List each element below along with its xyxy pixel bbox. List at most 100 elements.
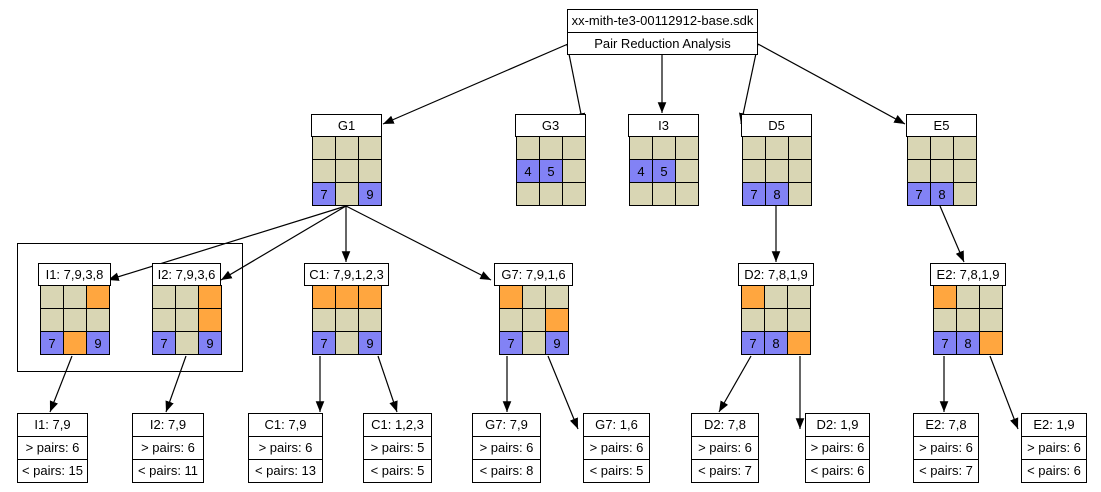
grid-cell — [954, 183, 977, 206]
grid-cell: 8 — [957, 332, 980, 355]
edge-arrow — [989, 355, 1019, 430]
grid-cell — [336, 286, 359, 309]
leaf-e2-78: E2: 7,8 > pairs: 6 < pairs: 7 — [913, 413, 979, 483]
grid-cell: 5 — [653, 160, 676, 183]
edge-arrow — [49, 355, 73, 413]
grid-cell — [540, 137, 563, 160]
leaf-lt: < pairs: 11 — [137, 463, 199, 478]
root-title: xx-mith-te3-00112912-base.sdk — [567, 9, 758, 33]
edge-arrow — [939, 205, 965, 263]
grid-cell — [743, 160, 766, 183]
grid-cell — [41, 286, 64, 309]
grid-cell — [742, 286, 765, 309]
grid-cell — [64, 332, 87, 355]
node-label: G3 — [515, 114, 586, 137]
grid-cell — [980, 309, 1003, 332]
node-label: G7: 7,9,1,6 — [494, 263, 573, 286]
grid-cell — [359, 160, 382, 183]
leaf-gt: > pairs: 6 — [249, 437, 322, 460]
grid-cell: 8 — [931, 183, 954, 206]
grid-cell: 7 — [153, 332, 176, 355]
grid-cell — [934, 309, 957, 332]
grid-cell — [908, 137, 931, 160]
grid-cell — [336, 160, 359, 183]
leaf-g7-16: G7: 1,6 > pairs: 6 < pairs: 5 — [583, 413, 650, 483]
grid-cell: 4 — [517, 160, 540, 183]
leaf-lt: < pairs: 8 — [479, 463, 534, 478]
grid-cell — [199, 309, 222, 332]
grid-cell — [766, 160, 789, 183]
grid-cell: 9 — [359, 183, 382, 206]
grid-cell — [153, 286, 176, 309]
leaf-gt: > pairs: 5 — [364, 437, 431, 460]
grid-cell — [743, 137, 766, 160]
leaf-title: D2: 7,8 — [692, 414, 758, 437]
grid-cell — [199, 286, 222, 309]
leaf-title: C1: 7,9 — [249, 414, 322, 437]
leaf-lt: < pairs: 6 — [1027, 463, 1081, 478]
grid-cell — [563, 137, 586, 160]
grid-cell — [313, 160, 336, 183]
leaf-c1-123: C1: 1,2,3 > pairs: 5 < pairs: 5 — [363, 413, 432, 483]
grid-cell — [957, 309, 980, 332]
edge-arrow — [739, 43, 759, 125]
grid-cell — [523, 332, 546, 355]
grid-cell — [176, 332, 199, 355]
grid-cell — [64, 309, 87, 332]
edge-arrow — [377, 355, 398, 413]
grid-cell: 7 — [908, 183, 931, 206]
grid-cell — [563, 183, 586, 206]
grid-cell: 7 — [500, 332, 523, 355]
grid-cell — [789, 160, 812, 183]
grid-cell — [87, 286, 110, 309]
leaf-c1-79: C1: 7,9 > pairs: 6 < pairs: 13 — [248, 413, 323, 483]
leaf-gt: > pairs: 6 — [18, 437, 87, 460]
grid-cell — [766, 137, 789, 160]
grid-cell: 9 — [359, 332, 382, 355]
leaf-lt: < pairs: 7 — [698, 463, 752, 478]
grid-cell — [359, 137, 382, 160]
grid-cell: 9 — [87, 332, 110, 355]
grid-cell — [954, 160, 977, 183]
grid-cell: 8 — [766, 183, 789, 206]
grid-cell — [523, 286, 546, 309]
leaf-gt: > pairs: 6 — [692, 437, 758, 460]
grid-cell: 9 — [546, 332, 569, 355]
leaf-title: C1: 1,2,3 — [364, 414, 431, 437]
leaf-d2-19: D2: 1,9 > pairs: 6 < pairs: 6 — [805, 413, 870, 483]
grid-cell — [931, 137, 954, 160]
grid-cell — [87, 309, 110, 332]
leaf-title: I1: 7,9 — [18, 414, 87, 437]
edge-arrow — [566, 43, 586, 125]
grid-cell — [934, 286, 957, 309]
grid-cell — [957, 286, 980, 309]
grid-cell — [789, 137, 812, 160]
leaf-title: E2: 7,8 — [914, 414, 978, 437]
grid-cell: 7 — [41, 332, 64, 355]
grid-cell — [788, 309, 811, 332]
grid-cell: 4 — [630, 160, 653, 183]
leaf-gt: > pairs: 6 — [914, 437, 978, 460]
grid-cell — [313, 286, 336, 309]
grid-cell — [630, 137, 653, 160]
grid-cell: 9 — [199, 332, 222, 355]
cluster-box — [17, 243, 243, 372]
leaf-title: G7: 1,6 — [584, 414, 649, 437]
grid-cell — [676, 160, 699, 183]
node-label: G1 — [311, 114, 382, 137]
leaf-lt: < pairs: 13 — [254, 463, 317, 478]
grid-cell — [546, 286, 569, 309]
grid-cell — [676, 137, 699, 160]
grid-cell — [676, 183, 699, 206]
grid-cell — [176, 309, 199, 332]
grid-cell — [336, 332, 359, 355]
grid-cell — [788, 332, 811, 355]
grid-cell: 5 — [540, 160, 563, 183]
edge-arrow — [718, 355, 752, 413]
